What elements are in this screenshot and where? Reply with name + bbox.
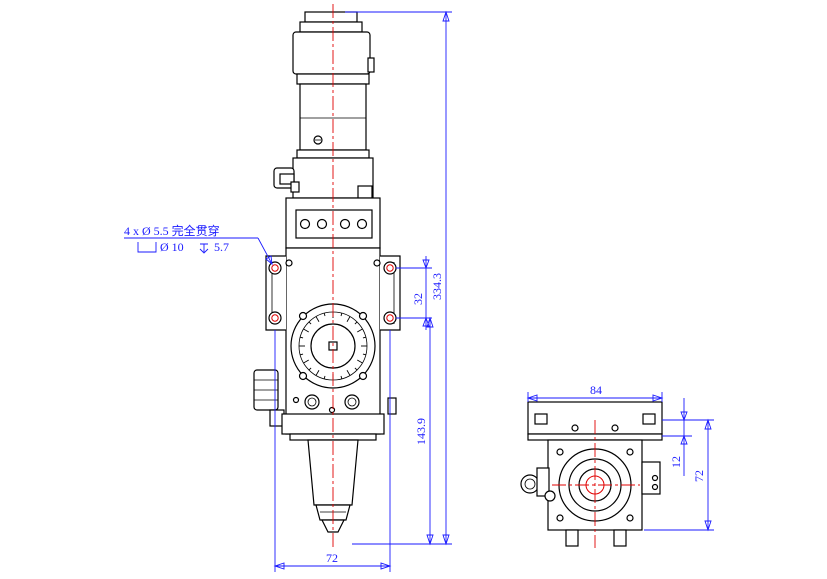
hole-callout-depth: 5.7 xyxy=(214,240,229,254)
mounting-holes xyxy=(268,259,397,325)
dim-hole-spacing: 32 xyxy=(411,293,425,305)
cap-pin xyxy=(367,57,375,73)
dim-bottom-width: 84 xyxy=(590,383,602,397)
left-bracket xyxy=(265,255,286,331)
hole-callout-line1: 4 x Ø 5.5 完全贯穿 xyxy=(124,223,220,238)
lower-port-left xyxy=(304,394,320,410)
dial-tick xyxy=(308,321,312,325)
dim-flange: 12 xyxy=(669,456,683,468)
plate-screw-3 xyxy=(339,218,351,230)
dial-tick xyxy=(300,353,304,356)
dial-tick xyxy=(354,367,358,371)
front-view xyxy=(253,4,401,548)
top-collar-ring xyxy=(299,21,363,33)
bottom-view xyxy=(520,401,663,548)
flange-slot-right xyxy=(642,413,656,425)
bottom-dimensions: 84 12 72 xyxy=(526,383,714,532)
counterbore-symbol xyxy=(137,242,157,253)
dial-tick xyxy=(323,313,326,317)
dial-tick xyxy=(315,370,320,376)
side-fitting-block xyxy=(536,467,550,497)
upper-cap xyxy=(292,31,371,75)
dial-tick xyxy=(340,313,343,317)
bottom-pin-right xyxy=(613,529,627,547)
front-dimensions: 334.3 32 143.9 72 4 x Ø 5.5 完全贯穿 Ø 10 5.… xyxy=(124,10,452,572)
dial-tick xyxy=(308,367,312,371)
dial-tick xyxy=(300,336,304,339)
flange-slot-left xyxy=(534,413,548,425)
dial-tick xyxy=(357,359,363,364)
dial-tick xyxy=(346,370,351,376)
dial-tick xyxy=(354,321,358,325)
plate-screw-1 xyxy=(299,218,311,230)
dial-tick xyxy=(362,336,366,339)
dim-total-height: 334.3 xyxy=(430,273,444,300)
plate-screw-2 xyxy=(316,218,328,230)
nozzle-tip xyxy=(321,519,345,533)
dim-bottom-depth: 72 xyxy=(692,470,706,482)
plate-screw-4 xyxy=(356,218,368,230)
lower-port-right xyxy=(344,394,360,410)
collimator-tube xyxy=(299,83,367,151)
top-collar xyxy=(304,11,358,23)
hole-callout-diameter: Ø 10 xyxy=(160,240,184,254)
dim-lower-height: 143.9 xyxy=(414,418,428,445)
side-fitting-left xyxy=(520,474,540,494)
gas-fitting-nut xyxy=(279,173,295,185)
dial-tick xyxy=(362,353,366,356)
bottom-pin-left xyxy=(565,529,579,547)
dial-tick xyxy=(340,375,343,379)
right-pin xyxy=(387,397,397,415)
dial-tick xyxy=(323,375,326,379)
dim-front-width: 72 xyxy=(326,551,338,565)
dial-tick xyxy=(346,316,351,322)
gas-fitting-stub xyxy=(290,181,300,193)
dial-tick xyxy=(315,316,320,322)
dial-tick xyxy=(303,328,309,333)
depth-symbol xyxy=(199,243,209,254)
dial-tick xyxy=(357,328,363,333)
dial-tick xyxy=(303,359,309,364)
neck-boss xyxy=(357,185,373,199)
